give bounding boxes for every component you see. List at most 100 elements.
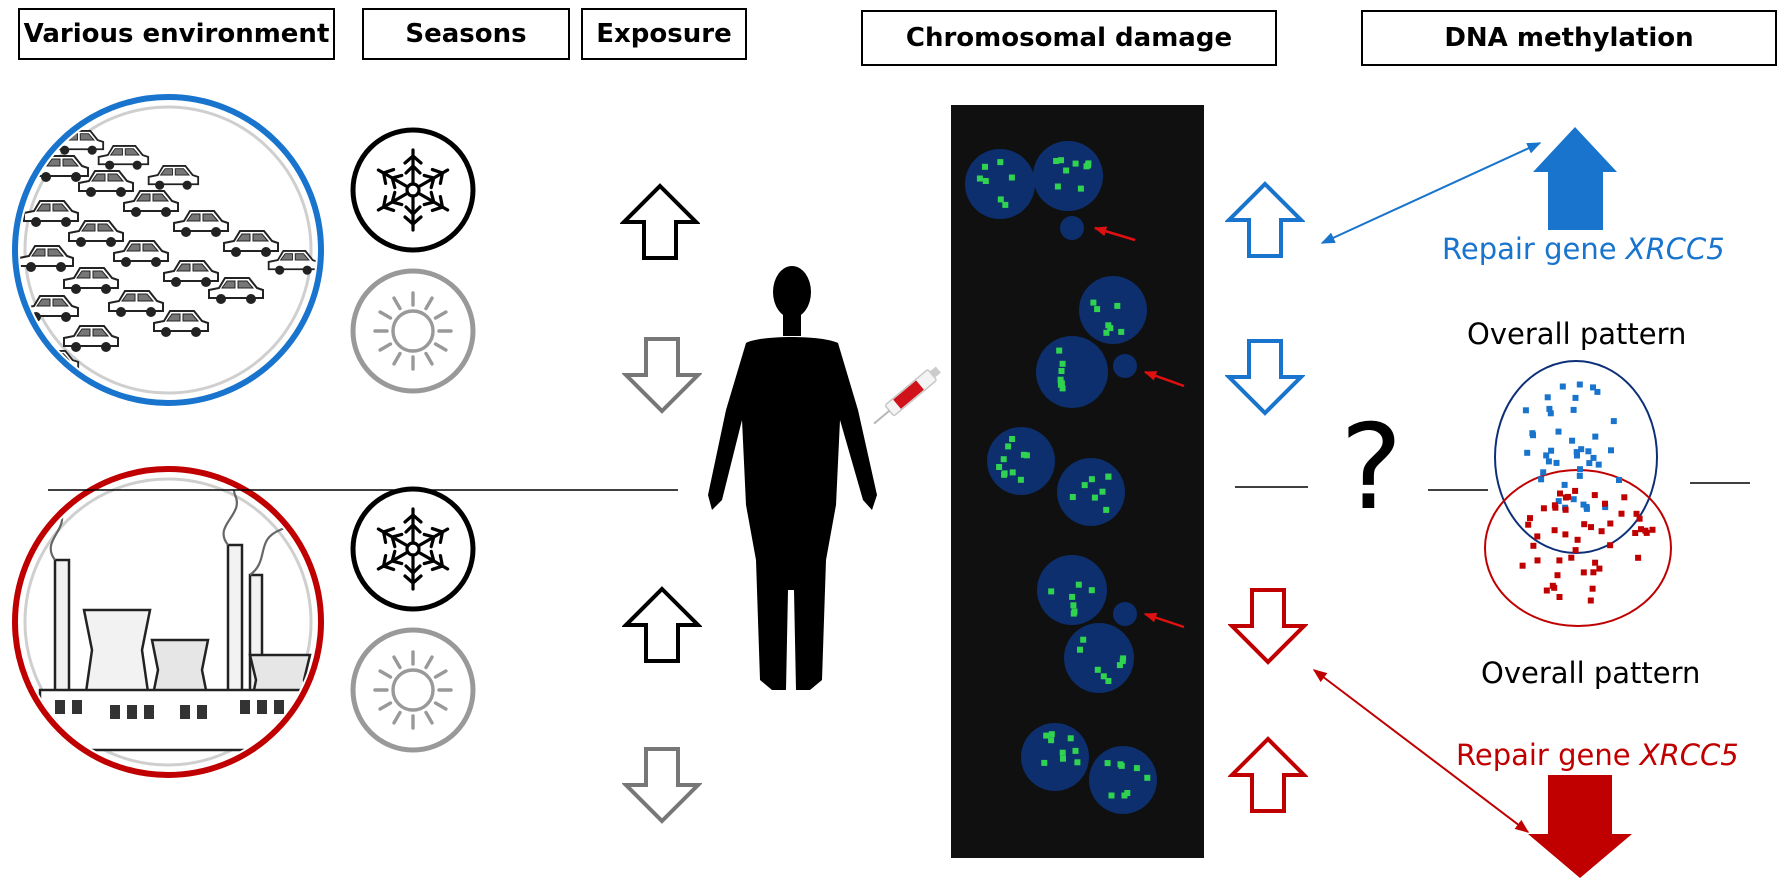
blue-point	[1553, 459, 1560, 466]
signal-dot	[1119, 658, 1126, 665]
blue-point	[1570, 496, 1577, 503]
exposure-up-arrow-bottom	[624, 587, 700, 663]
snowflake-icon-top	[350, 127, 476, 253]
blue-connector	[1320, 142, 1542, 244]
red-point	[1649, 526, 1656, 533]
signal-dot	[1060, 755, 1066, 762]
signal-dot	[1077, 185, 1084, 192]
blue-point	[1608, 447, 1614, 454]
sun-icon-top	[350, 268, 476, 394]
signal-dot	[1118, 328, 1125, 335]
repair-gene-prefix: Repair gene	[1442, 232, 1617, 266]
signal-dot	[982, 178, 989, 184]
blue-point	[1522, 407, 1529, 414]
blue-point	[1583, 503, 1590, 510]
header-chromosomal-damage: Chromosomal damage	[861, 10, 1277, 66]
signal-dot	[1124, 790, 1131, 796]
red-point	[1638, 526, 1644, 533]
signal-dot	[1020, 451, 1027, 458]
micronucleus-pointer	[1143, 370, 1185, 388]
signal-dot	[1072, 160, 1079, 167]
exposure-down-arrow-top	[624, 337, 700, 413]
signal-dot	[1059, 360, 1066, 367]
blue-point	[1602, 504, 1609, 511]
signal-dot	[1103, 506, 1110, 513]
methylation-down-arrow	[1528, 775, 1632, 878]
human-silhouette-icon	[708, 266, 877, 690]
nuclei-layer	[965, 141, 1185, 814]
red-point	[1574, 536, 1581, 543]
red-point	[1580, 569, 1587, 576]
signal-dot	[1107, 325, 1114, 332]
red-point	[1592, 559, 1599, 566]
signal-dot	[1067, 735, 1074, 742]
micronucleus	[1060, 216, 1084, 240]
red-point	[1568, 554, 1575, 561]
blue-point	[1559, 383, 1566, 390]
nucleus-cell	[1037, 555, 1107, 625]
red-point	[1589, 585, 1596, 592]
red-point	[1556, 594, 1563, 600]
micronucleus-pointer	[1093, 226, 1136, 242]
blue-point	[1576, 472, 1583, 479]
signal-dot	[1059, 749, 1066, 756]
repair-gene-label-bottom: Repair gene XRCC5	[1456, 738, 1739, 772]
blue-point	[1572, 394, 1579, 401]
blue-point	[1577, 466, 1583, 473]
signal-dot	[1009, 436, 1016, 442]
blue-point	[1570, 406, 1577, 413]
red-point	[1540, 505, 1547, 512]
micronucleus	[1113, 602, 1137, 626]
nucleus-cell	[1079, 276, 1147, 344]
sun-icon-bottom	[350, 627, 476, 753]
signal-dot	[1057, 381, 1064, 388]
signal-dot	[1043, 732, 1050, 739]
signal-dot	[1133, 765, 1140, 772]
red-point	[1551, 584, 1558, 591]
blue-point	[1544, 394, 1551, 401]
blue-point	[1524, 449, 1531, 456]
micronucleus	[1113, 354, 1137, 378]
blue-point	[1585, 448, 1592, 455]
nucleus-cell	[1021, 723, 1089, 791]
signal-dot	[1104, 760, 1111, 767]
red-point	[1525, 521, 1532, 528]
micronucleus-pointer	[1143, 612, 1185, 629]
traffic-jam-icon	[12, 94, 324, 406]
header-dna-methylation: DNA methylation	[1361, 10, 1777, 66]
signal-dot	[1105, 678, 1112, 684]
blue-point	[1547, 410, 1554, 417]
signal-dot	[1074, 759, 1081, 766]
signal-dot	[1056, 347, 1063, 354]
blue-point	[1548, 447, 1555, 454]
syringe-icon	[873, 366, 941, 425]
damage-down-arrow-red	[1230, 588, 1306, 664]
signal-dot	[1001, 471, 1008, 478]
repair-gene-name: XRCC5	[1639, 738, 1739, 772]
signal-dot	[997, 159, 1004, 166]
question-mark: ?	[1340, 398, 1403, 536]
header-environment: Various environment	[18, 8, 335, 60]
signal-dot	[1080, 636, 1087, 643]
signal-dot	[1063, 167, 1070, 174]
signal-dot	[1088, 587, 1095, 594]
red-point	[1551, 502, 1558, 509]
red-point	[1534, 557, 1541, 564]
signal-dot	[1090, 299, 1097, 306]
signal-dot	[1103, 329, 1110, 336]
red-point	[1621, 494, 1628, 501]
repair-gene-name: XRCC5	[1625, 232, 1725, 266]
repair-gene-prefix: Repair gene	[1456, 738, 1631, 772]
repair-gene-label-top: Repair gene XRCC5	[1442, 232, 1725, 266]
signal-dot	[1009, 469, 1016, 476]
signal-dot	[1053, 158, 1060, 164]
red-point	[1633, 510, 1640, 517]
signal-dot	[1116, 662, 1123, 669]
blue-point	[1555, 428, 1562, 435]
red-point	[1562, 506, 1569, 513]
blue-point	[1610, 418, 1617, 425]
red-point	[1590, 569, 1597, 576]
red-point	[1562, 494, 1569, 501]
signal-dot	[1144, 774, 1151, 781]
